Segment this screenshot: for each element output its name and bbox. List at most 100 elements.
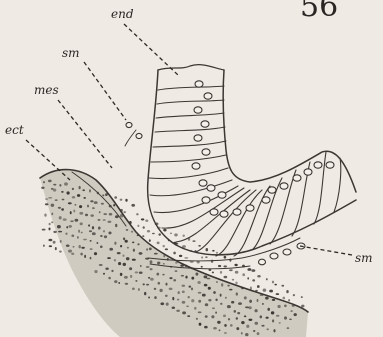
ectoderm-stipple-dot [108, 231, 111, 234]
ectoderm-stipple-dot [180, 264, 184, 266]
ectoderm-stipple-dot [191, 288, 193, 291]
ectoderm-stipple-dot [169, 277, 172, 279]
ectoderm-stipple-dot [137, 225, 139, 227]
ectoderm-stipple-dot [165, 248, 168, 250]
ectoderm-stipple-dot [204, 326, 208, 329]
ectoderm-stipple-dot [103, 219, 106, 221]
ectoderm-stipple-dot [146, 266, 150, 268]
ectoderm-stipple-dot [224, 276, 228, 279]
ectoderm-stipple-dot [66, 226, 68, 228]
ectoderm-stipple-dot [194, 307, 196, 310]
ectoderm-stipple-dot [179, 255, 182, 257]
ectoderm-stipple-dot [293, 294, 295, 296]
ectoderm-stipple-dot [94, 201, 98, 204]
ectoderm-stipple-dot [154, 296, 156, 299]
ectoderm-stipple-dot [208, 287, 211, 290]
ectoderm-stipple-dot [126, 257, 130, 260]
ectoderm-stipple-dot [100, 246, 103, 249]
ectoderm-stipple-dot [107, 221, 111, 223]
ectoderm-stipple-dot [292, 305, 295, 307]
ectoderm-stipple-dot [269, 290, 273, 293]
ectoderm-stipple-dot [216, 281, 218, 283]
ectoderm-stipple-dot [257, 332, 260, 335]
ectoderm-stipple-dot [284, 304, 287, 307]
ectoderm-stipple-dot [166, 302, 169, 305]
ectoderm-stipple-dot [236, 317, 238, 319]
ectoderm-stipple-dot [247, 268, 251, 271]
ectoderm-stipple-dot [82, 189, 85, 191]
ectoderm-stipple-dot [206, 248, 209, 251]
ectoderm-stipple-dot [107, 257, 111, 259]
ectoderm-stipple-dot [114, 259, 116, 261]
ectoderm-stipple-dot [90, 200, 93, 202]
ectoderm-stipple-dot [79, 186, 81, 189]
ectoderm-stipple-dot [98, 219, 101, 221]
ectoderm-stipple-dot [277, 305, 280, 308]
ectoderm-stipple-dot [223, 314, 226, 317]
ectoderm-stipple-dot [273, 329, 275, 332]
ectoderm-stipple-dot [149, 239, 151, 242]
ectoderm-stipple-dot [120, 209, 123, 212]
ectoderm-stipple-dot [70, 211, 72, 214]
ectoderm-stipple-dot [135, 271, 138, 273]
ectoderm-stipple-dot [61, 191, 64, 193]
ectoderm-stipple-dot [137, 243, 139, 245]
ectoderm-stipple-dot [118, 282, 120, 284]
ectoderm-stipple-dot [163, 229, 166, 232]
ectoderm-stipple-dot [211, 315, 214, 318]
ectoderm-stipple-dot [80, 253, 82, 256]
ectoderm-stipple-dot [195, 273, 198, 276]
ectoderm-stipple-dot [235, 271, 239, 274]
ectoderm-stipple-dot [123, 263, 126, 266]
ectoderm-stipple-dot [289, 318, 292, 320]
ectoderm-stipple-dot [105, 268, 108, 270]
ectoderm-stipple-dot [125, 283, 128, 285]
ectoderm-stipple-dot [158, 233, 160, 235]
ectoderm-stipple-dot [260, 315, 262, 318]
ectoderm-stipple-dot [232, 279, 234, 281]
ectoderm-stipple-dot [165, 295, 168, 297]
ectoderm-stipple-dot [117, 252, 121, 254]
leader-sm-upper [84, 62, 126, 120]
ectoderm-stipple-dot [279, 322, 281, 324]
ectoderm-stipple-dot [185, 276, 187, 279]
ectoderm-stipple-dot [251, 269, 255, 272]
ectoderm-stipple-dot [287, 327, 290, 329]
ectoderm-stipple-dot [49, 223, 51, 226]
ectoderm-stipple-dot [182, 311, 186, 314]
ectoderm-stipple-dot [276, 293, 280, 295]
ectoderm-stipple-dot [108, 277, 111, 280]
ectoderm-stipple-dot [177, 299, 180, 301]
ectoderm-stipple-dot [235, 282, 237, 285]
ectoderm-stipple-dot [286, 290, 288, 293]
ectoderm-stipple-dot [90, 240, 92, 242]
ectoderm-stipple-dot [257, 285, 260, 288]
ectoderm-stipple-dot [221, 283, 223, 286]
ectoderm-stipple-dot [60, 240, 62, 243]
ectoderm-stipple-dot [162, 274, 164, 276]
ectoderm-stipple-dot [160, 302, 164, 305]
ectoderm-stipple-dot [131, 204, 135, 207]
ectoderm-stipple-dot [152, 233, 155, 235]
ectoderm-stipple-dot [118, 262, 121, 265]
ectoderm-stipple-dot [249, 300, 252, 303]
ectoderm-stipple-dot [201, 266, 203, 268]
ectoderm-stipple-dot [99, 211, 101, 213]
ectoderm-stipple-dot [59, 184, 61, 187]
leader-end [124, 24, 178, 75]
endoderm-tube [148, 65, 356, 256]
ectoderm-stipple-dot [234, 264, 237, 266]
ectoderm-stipple-dot [165, 283, 167, 286]
ectoderm-stipple-dot [241, 321, 244, 324]
ectoderm-stipple-dot [182, 290, 185, 293]
ectoderm-stipple-dot [205, 303, 208, 306]
ectoderm-stipple-dot [265, 297, 269, 300]
ectoderm-stipple-dot [146, 248, 148, 250]
ectoderm-stipple-dot [49, 245, 52, 247]
ectoderm-stipple-dot [223, 265, 227, 267]
ectoderm-stipple-dot [59, 251, 62, 253]
ectoderm-stipple-dot [58, 231, 62, 233]
ectoderm-stipple-dot [53, 184, 56, 186]
ectoderm-stipple-dot [150, 260, 153, 263]
